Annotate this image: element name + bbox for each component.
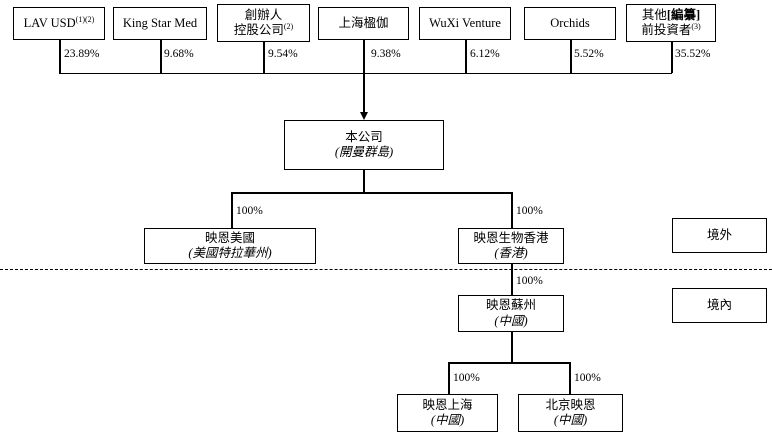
shareholder-box-king-star-med: King Star Med	[113, 7, 207, 40]
subsidiary-box-suzhou: 映恩蘇州 (中國)	[458, 295, 564, 332]
shareholder-box-wuxi-venture: WuXi Venture	[419, 7, 511, 40]
company-box: 本公司 (開曼群島)	[284, 120, 444, 170]
subsidiary-box-hk: 映恩生物香港 (香港)	[458, 228, 564, 264]
subsidiary-box-shanghai: 映恩上海 (中國)	[397, 394, 498, 432]
arrow-down-icon	[359, 112, 368, 120]
subsidiary-jurisdiction: (中國)	[553, 413, 588, 427]
ownership-percentage: 9.54%	[268, 48, 298, 60]
subsidiary-jurisdiction: (美國特拉華州)	[188, 246, 272, 260]
connector-line	[160, 40, 162, 73]
shareholder-box-orchids: Orchids	[524, 7, 616, 40]
subsidiary-box-us: 映恩美國 (美國特拉華州)	[144, 228, 316, 264]
subsidiary-name: 映恩蘇州	[485, 298, 536, 313]
connector-line	[263, 42, 265, 73]
company-name: 本公司	[345, 129, 383, 144]
subsidiary-name: 映恩美國	[204, 230, 255, 245]
connector-line	[363, 72, 365, 113]
subsidiary-name: 北京映恩	[545, 397, 596, 412]
ownership-percentage: 5.52%	[574, 48, 604, 60]
connector-line	[363, 40, 365, 73]
shareholder-name-line2: 控股公司(2)	[233, 21, 294, 37]
subsidiary-box-beijing: 北京映恩 (中國)	[518, 394, 623, 432]
ownership-percentage: 100%	[516, 275, 543, 287]
ownership-percentage: 9.38%	[371, 48, 401, 60]
connector-line	[465, 40, 467, 73]
connector-line	[363, 170, 365, 192]
subsidiary-name: 映恩生物香港	[473, 230, 549, 245]
connector-line	[59, 72, 672, 74]
shareholder-name-line1: 其他[編纂]	[641, 7, 701, 22]
connector-line	[448, 362, 450, 394]
connector-line	[231, 192, 513, 194]
connector-line	[671, 42, 673, 73]
region-label: 境內	[706, 297, 732, 312]
redacted-label: [編纂]	[666, 7, 701, 22]
ownership-percentage: 35.52%	[675, 48, 711, 60]
shareholder-name: 上海楹伽	[338, 15, 389, 30]
region-box-offshore: 境外	[672, 218, 767, 253]
ownership-percentage: 100%	[574, 372, 601, 384]
shareholder-name: Orchids	[550, 15, 590, 30]
subsidiary-jurisdiction: (中國)	[494, 313, 528, 328]
ownership-percentage: 100%	[516, 205, 543, 217]
region-box-onshore: 境內	[672, 288, 767, 323]
shareholder-name-line1: 創辦人	[244, 7, 283, 22]
shareholder-name-line2: 前投資者(3)	[641, 21, 701, 37]
subsidiary-jurisdiction: (中國)	[430, 413, 465, 427]
connector-line	[569, 362, 571, 394]
shareholder-name: LAV USD(1)(2)	[23, 14, 95, 30]
subsidiary-name: 映恩上海	[422, 397, 473, 412]
shareholder-box-lav-usd: LAV USD(1)(2)	[13, 7, 105, 40]
region-label: 境外	[706, 227, 732, 242]
ownership-percentage: 100%	[453, 372, 480, 384]
company-jurisdiction: (開曼群島)	[334, 145, 394, 159]
shareholder-box-shanghai-yingjia: 上海楹伽	[318, 7, 409, 40]
subsidiary-jurisdiction: (香港)	[494, 246, 528, 260]
ownership-percentage: 100%	[236, 205, 263, 217]
connector-line	[570, 40, 572, 73]
onshore-offshore-divider	[0, 269, 772, 270]
ownership-percentage: 6.12%	[470, 48, 500, 60]
shareholder-name: King Star Med	[122, 15, 198, 30]
ownership-percentage: 23.89%	[64, 48, 100, 60]
connector-line	[231, 192, 233, 228]
shareholder-box-other-pre-investors: 其他[編纂] 前投資者(3)	[626, 4, 716, 42]
shareholder-name: WuXi Venture	[429, 15, 501, 30]
ownership-percentage: 9.68%	[164, 48, 194, 60]
connector-line	[511, 192, 513, 228]
shareholder-box-founder-holdco: 創辦人 控股公司(2)	[217, 4, 310, 42]
connector-line	[511, 264, 513, 295]
connector-line	[59, 40, 61, 73]
connector-line	[448, 362, 571, 364]
connector-line	[511, 332, 513, 363]
